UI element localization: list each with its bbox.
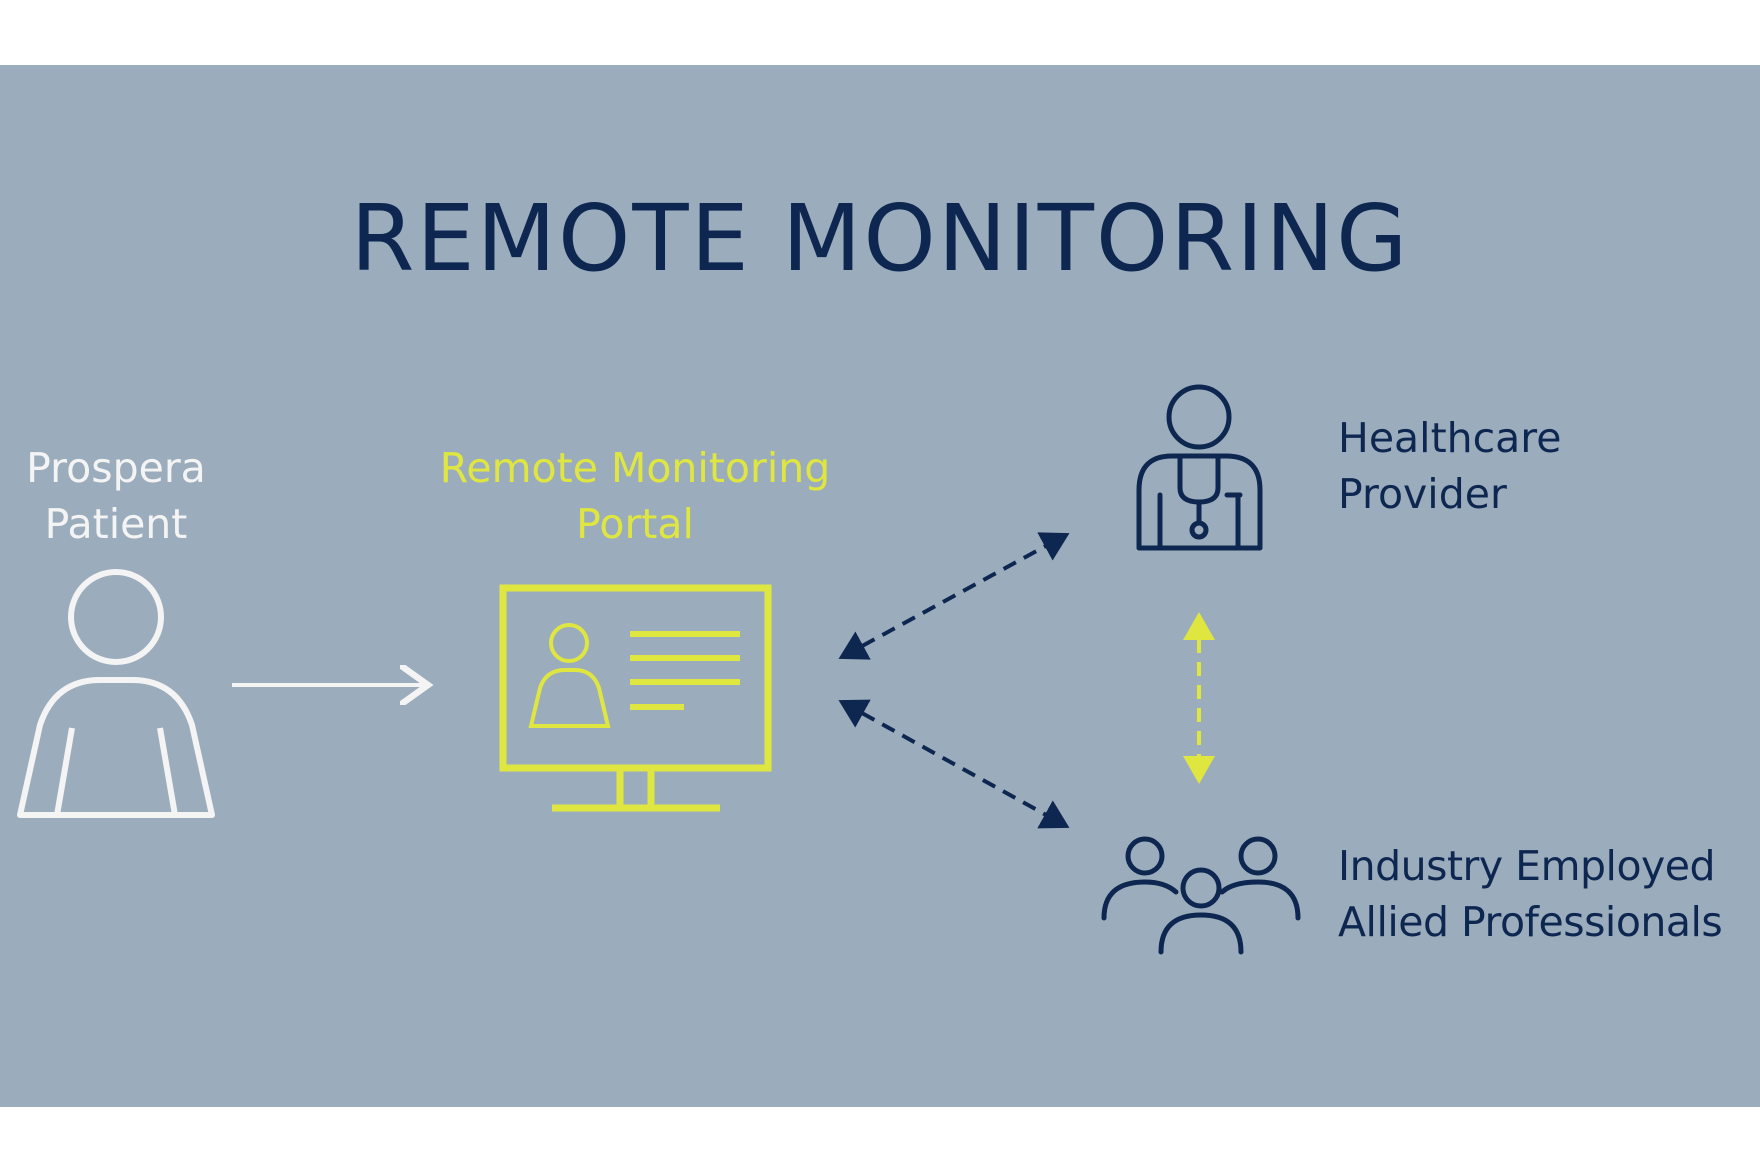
group-icon xyxy=(1101,836,1301,955)
portal-text-lines-icon xyxy=(630,631,740,710)
provider-label: Healthcare Provider xyxy=(1338,410,1561,522)
portal-label-line1: Remote Monitoring xyxy=(439,444,831,492)
patient-label-line2: Patient xyxy=(44,500,188,548)
portal-label: Remote Monitoring Portal xyxy=(420,440,850,552)
provider-label-line2: Provider xyxy=(1338,470,1507,518)
portal-label-line2: Portal xyxy=(576,500,694,548)
page-title: REMOTE MONITORING xyxy=(350,185,1410,292)
portal-allied-arrow xyxy=(838,699,1070,829)
portal-provider-arrow xyxy=(838,532,1070,660)
person-icon xyxy=(17,569,215,818)
doctor-icon xyxy=(1136,384,1263,551)
patient-label: Prospera Patient xyxy=(0,440,232,552)
portal-user-icon xyxy=(528,623,611,728)
monitor-icon xyxy=(499,584,772,812)
patient-label-line1: Prospera xyxy=(26,444,206,492)
allied-label-line1: Industry Employed xyxy=(1338,842,1716,890)
allied-label: Industry Employed Allied Professionals xyxy=(1338,838,1723,950)
allied-label-line2: Allied Professionals xyxy=(1338,898,1723,946)
provider-label-line1: Healthcare xyxy=(1338,414,1562,462)
